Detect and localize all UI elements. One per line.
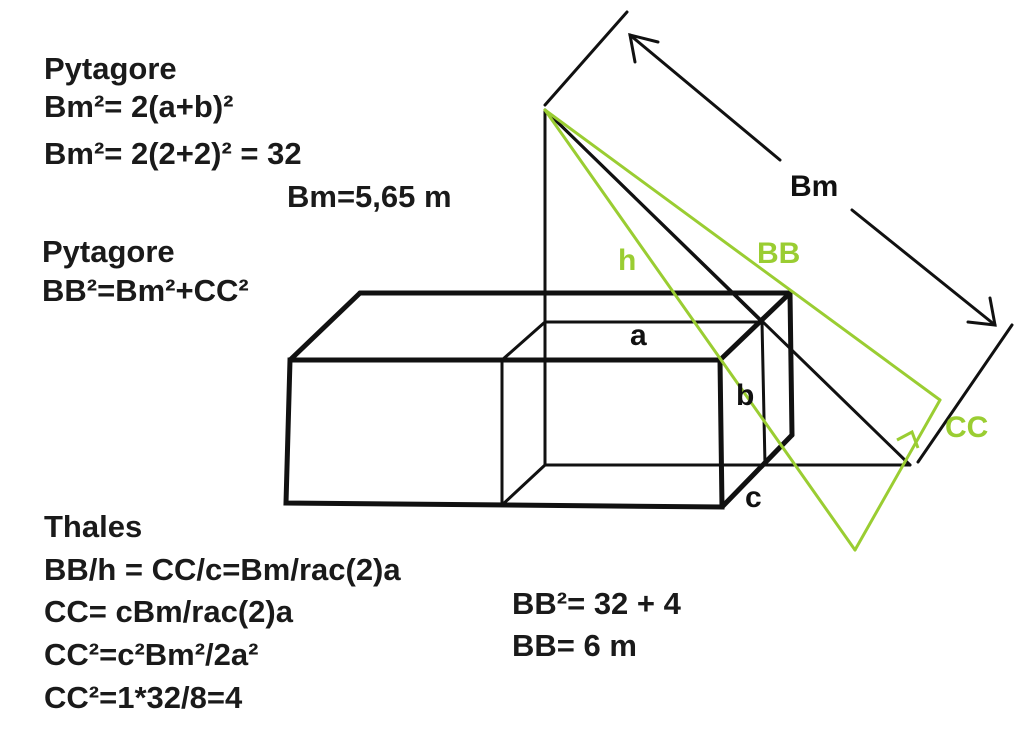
outer-box	[283, 290, 795, 510]
label-bb: BB	[757, 237, 800, 270]
thales-line2: CC= cBm/rac(2)a	[44, 594, 293, 629]
label-h: h	[618, 244, 636, 277]
green-edge-bb	[543, 108, 942, 402]
green-edge-h	[543, 108, 857, 552]
apex-to-cube-corner	[543, 108, 764, 324]
bm-dimension	[543, 10, 1014, 464]
outer-box-front-face	[283, 357, 725, 510]
pythagoras-2-line1: BB²=Bm²+CC²	[42, 273, 249, 308]
outer-box-top-left-edge	[287, 290, 363, 363]
inner-cube-top-left-edge	[500, 320, 547, 362]
label-bm: Bm	[790, 170, 838, 203]
outer-box-back-right-edge	[787, 290, 795, 438]
outer-box-top-right-edge	[717, 290, 793, 363]
inner-cube-back-right-edge	[760, 320, 767, 467]
bm-arrowhead-bottom	[966, 296, 997, 327]
thales-line3: CC²=c²Bm²/2a²	[44, 637, 259, 672]
pythagoras-1-result: Bm=5,65 m	[287, 179, 452, 214]
bm-extension-bottom	[916, 323, 1014, 464]
outer-box-bottom-right-edge	[719, 432, 795, 510]
label-a: a	[630, 319, 647, 352]
green-edge-cc	[853, 398, 942, 552]
bm-arrowhead-top	[628, 32, 660, 64]
bm-arrow-segment-top	[628, 33, 782, 162]
pythagoras-1-title: Pytagore	[44, 51, 177, 86]
pythagoras-1-line1: Bm²= 2(a+b)²	[44, 89, 234, 124]
pythagoras-1-line2: Bm²= 2(2+2)² = 32	[44, 136, 302, 171]
label-cc: CC	[945, 411, 988, 444]
result-bb-line1: BB²= 32 + 4	[512, 586, 681, 621]
bm-extension-top	[543, 10, 629, 107]
label-c: c	[745, 481, 762, 514]
construction-lines	[543, 108, 912, 467]
result-bb-line2: BB= 6 m	[512, 628, 637, 663]
pythagoras-2-title: Pytagore	[42, 234, 175, 269]
green-triangle	[543, 108, 942, 552]
thales-line4: CC²=1*32/8=4	[44, 680, 243, 715]
thales-line1: BB/h = CC/c=Bm/rac(2)a	[44, 552, 401, 587]
right-angle-mark	[896, 429, 920, 449]
inner-cube-bottom-left-edge	[500, 463, 547, 507]
thales-title: Thales	[44, 509, 143, 544]
bm-arrow-segment-bottom	[850, 208, 997, 327]
label-b: b	[736, 379, 754, 412]
